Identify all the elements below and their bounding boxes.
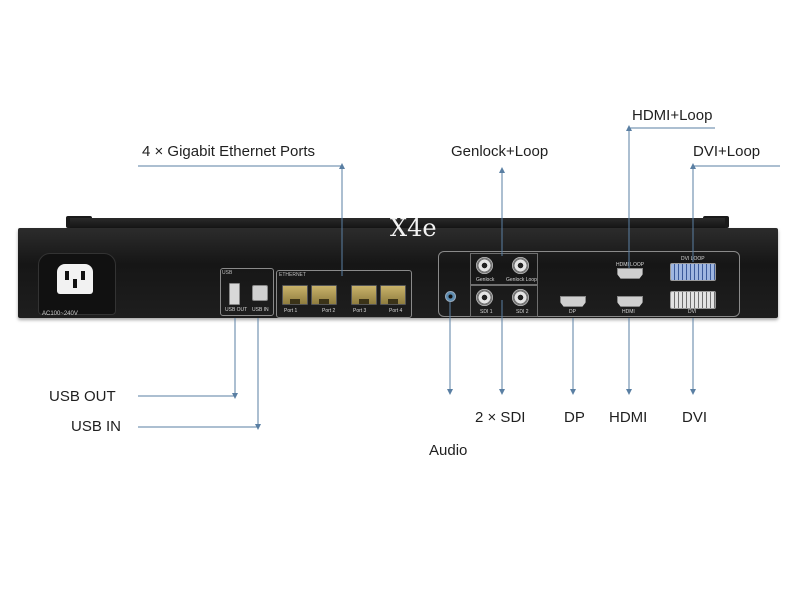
device-model-name: X4e bbox=[390, 214, 437, 242]
usb-group-label: USB bbox=[222, 270, 233, 276]
usb-out-port bbox=[229, 283, 240, 305]
hdmi-loop-callout-label: HDMI+Loop bbox=[632, 107, 713, 124]
genlock-port-label: Genlock bbox=[476, 277, 495, 283]
usb-in-port-label: USB IN bbox=[252, 307, 269, 313]
dvi-loop-connector bbox=[670, 263, 716, 281]
dvi-port-label: DVI bbox=[688, 309, 697, 315]
dp-connector bbox=[560, 296, 586, 307]
dp-callout-label: DP bbox=[564, 409, 585, 426]
audio-jack bbox=[445, 291, 456, 302]
usb-out-callout-label: USB OUT bbox=[49, 388, 116, 405]
power-pin-ground bbox=[73, 279, 77, 288]
sdi-group bbox=[470, 285, 538, 317]
usb-in-callout-label: USB IN bbox=[71, 418, 122, 435]
hdmi-connector bbox=[617, 296, 643, 307]
genlock-callout-label: Genlock+Loop bbox=[451, 143, 549, 160]
ethernet-port-1 bbox=[282, 285, 308, 305]
ethernet-port-3-label: Port 3 bbox=[353, 308, 367, 314]
ethernet-callout-label: 4 × Gigabit Ethernet Ports bbox=[142, 143, 316, 160]
ethernet-port-2-label: Port 2 bbox=[322, 308, 336, 314]
audio-callout-label: Audio bbox=[429, 442, 468, 459]
hdmi-loop-port-label: HDMI LOOP bbox=[616, 262, 645, 268]
ethernet-port-4 bbox=[380, 285, 406, 305]
usb-port-group bbox=[220, 268, 274, 316]
ethernet-group-label: ETHERNET bbox=[279, 272, 306, 278]
sdi-2-port-label: SDI 2 bbox=[516, 309, 529, 315]
sdi-1-bnc-connector bbox=[476, 289, 493, 306]
sdi-2-bnc-connector bbox=[512, 289, 529, 306]
hdmi-callout-label: HDMI bbox=[609, 409, 648, 426]
ethernet-port-1-label: Port 1 bbox=[284, 308, 298, 314]
usb-out-port-label: USB OUT bbox=[225, 307, 248, 313]
power-pin-left bbox=[65, 271, 69, 280]
dvi-loop-callout-label: DVI+Loop bbox=[693, 143, 761, 160]
dvi-connector bbox=[670, 291, 716, 309]
genlock-group bbox=[470, 253, 538, 285]
power-pin-right bbox=[81, 271, 85, 280]
dp-port-label: DP bbox=[569, 309, 576, 315]
hdmi-loop-connector bbox=[617, 268, 643, 279]
usb-in-port bbox=[252, 285, 268, 301]
genlock-loop-bnc-connector bbox=[512, 257, 529, 274]
chassis-top bbox=[70, 218, 725, 228]
power-socket bbox=[57, 264, 93, 294]
ethernet-port-4-label: Port 4 bbox=[389, 308, 403, 314]
sdi-callout-label: 2 × SDI bbox=[475, 409, 526, 426]
genlock-loop-port-label: Genlock Loop bbox=[506, 277, 537, 283]
video-io-panel bbox=[438, 251, 740, 317]
ethernet-port-2 bbox=[311, 285, 337, 305]
power-rating-label: AC100~240V bbox=[42, 311, 78, 317]
ethernet-port-3 bbox=[351, 285, 377, 305]
ethernet-port-group bbox=[276, 270, 412, 318]
dvi-callout-label: DVI bbox=[682, 409, 708, 426]
sdi-1-port-label: SDI 1 bbox=[480, 309, 493, 315]
genlock-bnc-connector bbox=[476, 257, 493, 274]
hdmi-port-label: HDMI bbox=[622, 309, 635, 315]
